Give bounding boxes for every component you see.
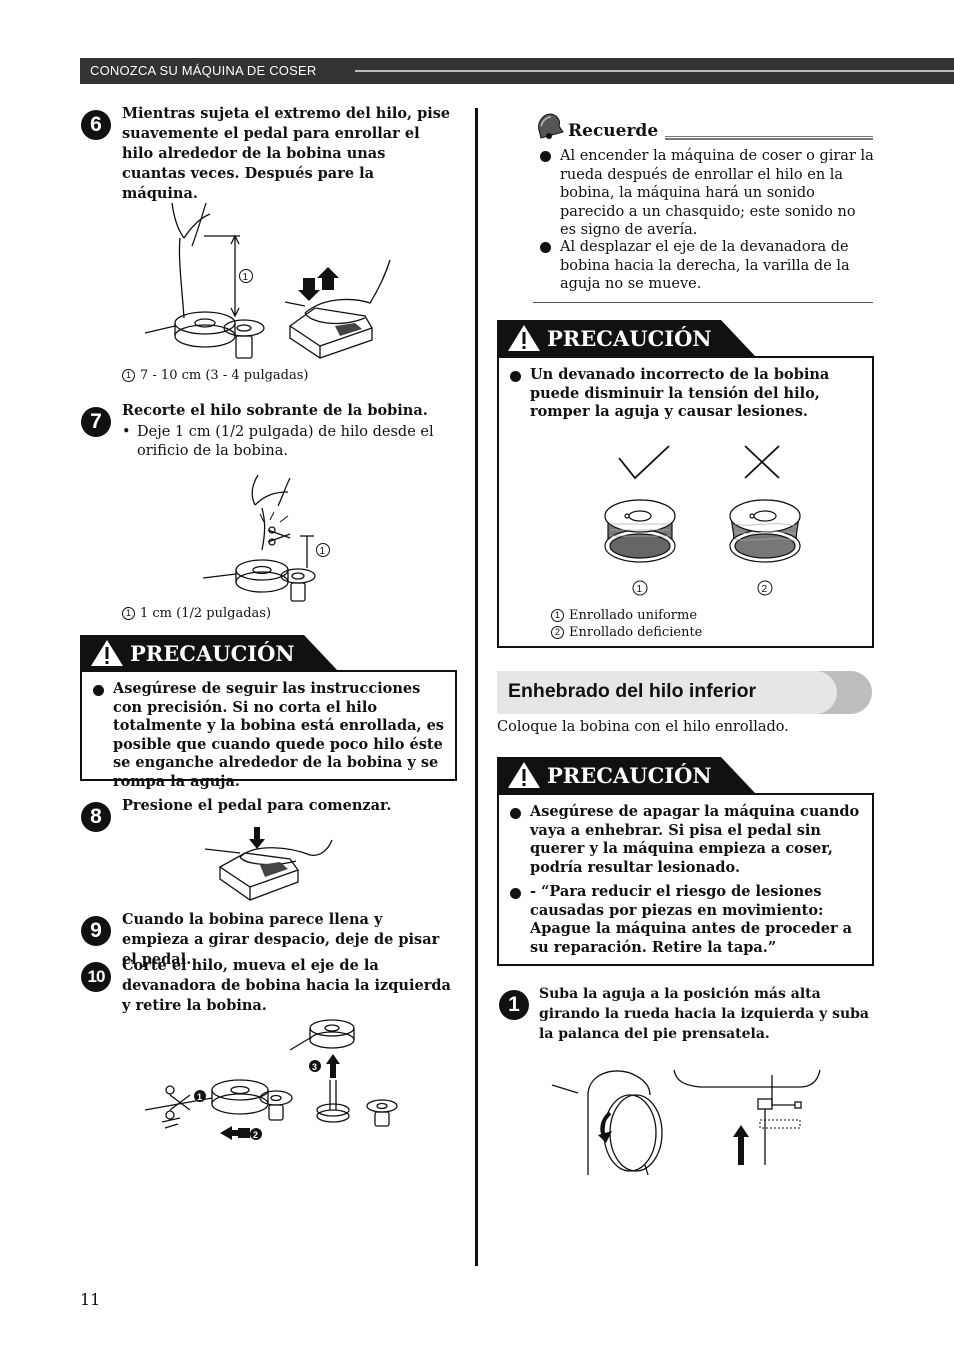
recuerde-bullet-1 bbox=[540, 151, 551, 162]
caution-2-label: PRECAUCIÓN bbox=[547, 326, 712, 351]
step-6-number: 6 bbox=[81, 110, 111, 140]
step-8-text: Presione el pedal para comenzar. bbox=[122, 797, 392, 814]
warning-triangle-icon bbox=[507, 761, 541, 789]
recuerde-bullet-2 bbox=[540, 242, 551, 253]
thread-trimming-illustration: 1 bbox=[202, 474, 330, 602]
caption-uniform: Enrollado uniforme bbox=[569, 608, 698, 623]
caution-1-box: Asegúrese de seguir las instrucciones co… bbox=[80, 670, 457, 790]
step-7-subtext: • Deje 1 cm (1/2 pulgada) de hilo desde … bbox=[122, 424, 434, 459]
warning-triangle-icon bbox=[90, 639, 124, 667]
caution-3-box: Asegúrese de apagar la máquina cuando va… bbox=[497, 793, 874, 966]
caution-1-text: Asegúrese de seguir las instrucciones co… bbox=[113, 680, 444, 790]
step-8-number: 8 bbox=[81, 802, 111, 832]
fig6-caption: 7 - 10 cm (3 - 4 pulgadas) bbox=[140, 368, 309, 383]
step-9-text: Cuando la bobina parece llena y empieza … bbox=[122, 911, 440, 968]
header-rule bbox=[355, 70, 954, 72]
bobbin-comparison-illustration: 1 2 bbox=[604, 445, 801, 596]
recuerde-item-2: Al desplazar el eje de la devanadora de … bbox=[560, 239, 850, 292]
caution-1-tab: PRECAUCIÓN bbox=[80, 635, 338, 671]
step-10-number: 10 bbox=[81, 962, 111, 992]
step-7-text: Recorte el hilo sobrante de la bobina. bbox=[122, 402, 428, 419]
step-1-text: Suba la aguja a la posición más alta gir… bbox=[539, 986, 869, 1042]
section-title: CONOZCA SU MÁQUINA DE COSER bbox=[90, 63, 317, 78]
caption-deficient: Enrollado deficiente bbox=[569, 625, 703, 640]
caution-3-label: PRECAUCIÓN bbox=[547, 763, 712, 788]
caption-1-number: 1 bbox=[551, 609, 564, 622]
press-pedal-illustration bbox=[204, 827, 333, 901]
caution-2-box: Un devanado incorrecto de la bobina pued… bbox=[497, 356, 874, 648]
caution-2-bullet bbox=[510, 371, 521, 382]
fig7-caption-number: 1 bbox=[122, 607, 135, 620]
recuerde-bottom-rule bbox=[533, 302, 873, 303]
fig10-label-3: 3 bbox=[312, 1062, 317, 1072]
check-icon bbox=[618, 445, 670, 480]
bell-icon bbox=[538, 113, 564, 139]
fig6-callout: 1 bbox=[243, 272, 249, 283]
fig-label-1: 1 bbox=[637, 584, 643, 595]
caution-1-bullet bbox=[93, 685, 104, 696]
caution-3-bullet-2 bbox=[510, 888, 521, 899]
fig7-callout: 1 bbox=[320, 546, 326, 557]
step-1-number: 1 bbox=[499, 990, 529, 1020]
cross-icon bbox=[744, 445, 780, 479]
fig10-label-2: 2 bbox=[253, 1130, 258, 1140]
column-divider bbox=[475, 108, 478, 1266]
step-9-number: 9 bbox=[81, 916, 111, 946]
fig6-caption-number: 1 bbox=[122, 369, 135, 382]
step-10-text: Corte el hilo, mueva el eje de la devana… bbox=[122, 957, 451, 1014]
bobbin-winding-pedal-illustration: 1 bbox=[144, 202, 391, 359]
caution-3-bullet-1 bbox=[510, 808, 521, 819]
warning-triangle-icon bbox=[507, 324, 541, 352]
caution-2-text: Un devanado incorrecto de la bobina pued… bbox=[530, 366, 830, 420]
recuerde-title: Recuerde bbox=[568, 121, 659, 141]
caption-2-number: 2 bbox=[551, 626, 564, 639]
caution-3-item-2: - “Para reducir el riesgo de lesiones ca… bbox=[530, 883, 853, 956]
fig-label-2: 2 bbox=[762, 584, 768, 595]
step-7-number: 7 bbox=[81, 407, 111, 437]
caution-1-label: PRECAUCIÓN bbox=[130, 641, 295, 666]
section-header: CONOZCA SU MÁQUINA DE COSER bbox=[80, 58, 954, 84]
fig7-caption: 1 cm (1/2 pulgadas) bbox=[140, 606, 272, 621]
section-heading-bar: Enhebrado del hilo inferior bbox=[497, 671, 872, 714]
caution-3-tab: PRECAUCIÓN bbox=[497, 757, 755, 793]
step-6-text: Mientras sujeta el extremo del hilo, pis… bbox=[122, 105, 451, 202]
recuerde-rule bbox=[665, 136, 873, 140]
page-number: 11 bbox=[80, 1290, 101, 1309]
remove-bobbin-illustration: 1 2 3 bbox=[144, 1019, 398, 1140]
section-heading: Enhebrado del hilo inferior bbox=[508, 680, 757, 702]
caution-3-item-1: Asegúrese de apagar la máquina cuando va… bbox=[530, 803, 860, 876]
caution-2-tab: PRECAUCIÓN bbox=[497, 320, 755, 356]
section-intro: Coloque la bobina con el hilo enrollado. bbox=[497, 719, 789, 735]
handwheel-needle-illustration bbox=[551, 1069, 821, 1176]
recuerde-item-1: Al encender la máquina de coser o girar … bbox=[560, 148, 874, 238]
fig10-label-1: 1 bbox=[197, 1092, 202, 1102]
